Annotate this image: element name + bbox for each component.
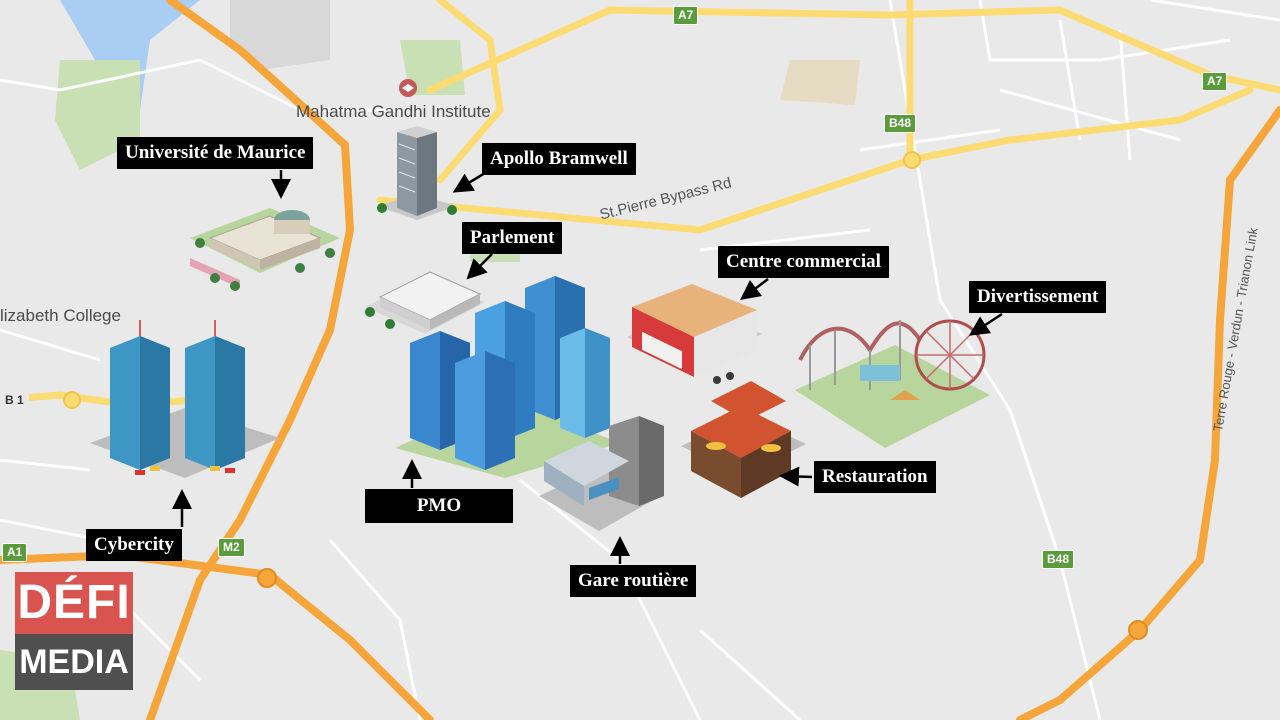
label-cybercity: Cybercity [86,529,182,561]
road-shield-b1: B 1 [0,391,29,410]
label-apollo: Apollo Bramwell [482,143,636,175]
label-parlement: Parlement [462,222,563,254]
place-label-elizabeth-college: lizabeth College [0,306,121,325]
apollo-building-illustration [377,126,457,220]
pmo-building-illustration [395,276,620,478]
urban-area [230,0,330,70]
logo-bottom-text: MEDIA [15,634,133,690]
road-shield-m2: M2 [218,538,245,557]
restauration-building-illustration [681,381,806,498]
label-universite: Université de Maurice [117,137,314,169]
university-building-illustration [190,208,340,291]
road-shield-b48: B48 [884,114,917,133]
defi-media-logo: DÉFI MEDIA [15,572,133,690]
arrow-divertissement [968,312,1003,336]
label-gare-routiere: Gare routière [570,565,697,597]
place-label-mgi: Mahatma Gandhi Institute [296,102,491,121]
arrow-apollo [452,171,486,193]
centre-commercial-illustration [627,284,762,384]
divertissement-illustration [795,319,990,448]
arrow-centre-commercial [740,278,769,300]
road-shield-a7: A7 [673,6,699,25]
label-restauration: Restauration [814,461,936,493]
label-divertissement: Divertissement [969,281,1107,313]
road-shield-b48: B48 [1042,550,1075,569]
logo-top-text: DÉFI [15,572,133,634]
cybercity-building-illustration [90,320,280,478]
arrow-parlement [466,253,493,280]
road-shield-a7: A7 [1202,72,1228,91]
parlement-building-illustration [365,271,485,334]
road-shield-a1: A1 [2,543,28,562]
label-pmo: PMO [365,489,513,523]
gare-routiere-illustration [539,416,664,531]
arrow-restauration [779,466,813,487]
park-area [780,60,860,105]
label-centre-commercial: Centre commercial [718,246,889,278]
